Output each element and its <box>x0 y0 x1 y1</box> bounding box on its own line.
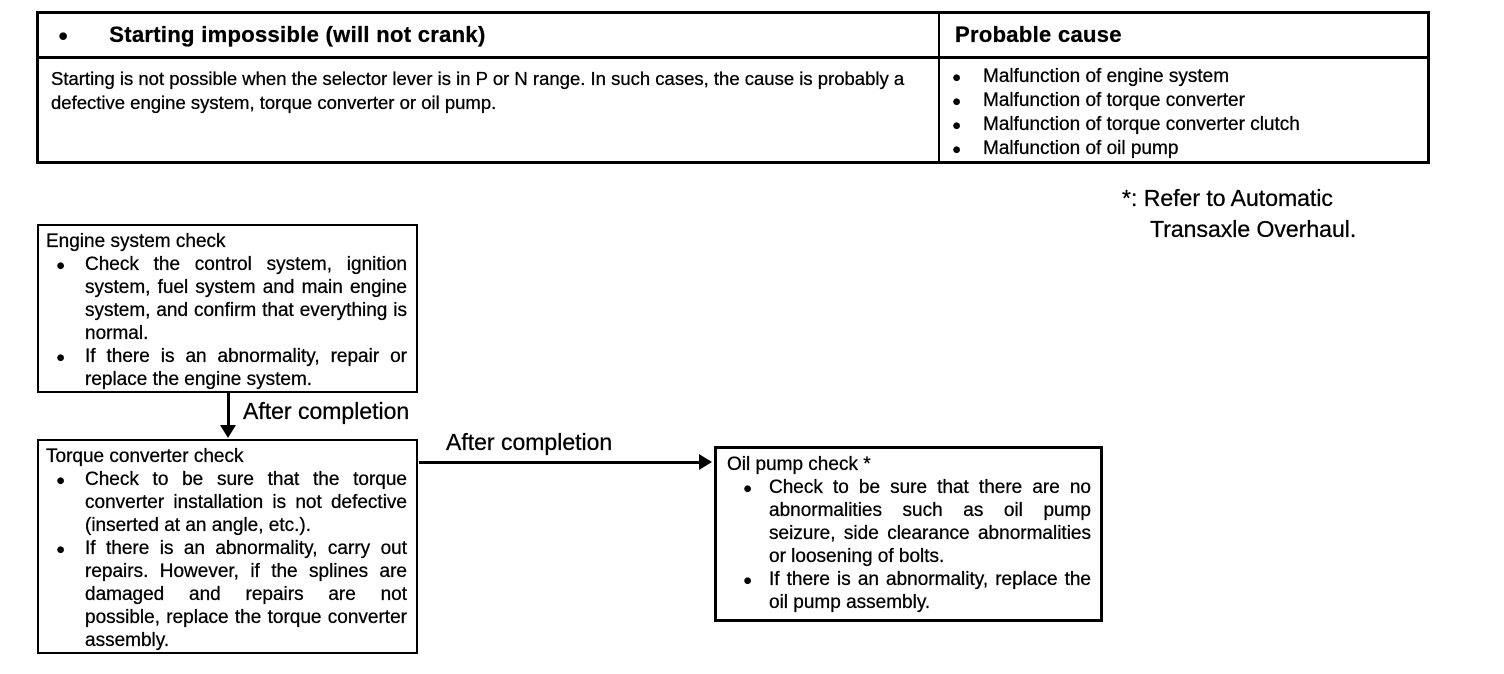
box-bullet-text: Check to be sure that the torque convert… <box>85 469 407 536</box>
after-completion-label: After completion <box>446 429 613 455</box>
after-completion-label: After completion <box>243 398 410 424</box>
symptom-title: Starting impossible (will not crank) <box>109 22 486 47</box>
footnote-line-2: Transaxle Overhaul. <box>1150 216 1357 242</box>
torque-converter-check-box: Torque converter check ● Check to be sur… <box>37 439 418 654</box>
down-arrowhead-icon <box>220 425 236 438</box>
right-arrow-line <box>419 461 701 464</box>
cause-item: ● Malfunction of oil pump <box>952 137 1423 161</box>
bullet-icon: ● <box>743 480 753 497</box>
symptom-header-cell: ● Starting impossible (will not crank) <box>39 14 940 59</box>
cause-item: ● Malfunction of torque converter <box>952 89 1423 113</box>
bullet-icon: ● <box>952 69 962 86</box>
bullet-icon: ● <box>56 541 66 558</box>
box-bullet-text: Check to be sure that there are no abnor… <box>769 477 1091 567</box>
symptom-table: ● Starting impossible (will not crank) P… <box>36 11 1430 164</box>
right-arrowhead-icon <box>699 454 712 470</box>
cause-text: Malfunction of oil pump <box>983 138 1179 159</box>
down-arrow-line <box>227 393 230 426</box>
box-bullet-text: If there is an abnormality, replace the … <box>769 569 1091 613</box>
box-title: Oil pump check * <box>727 454 871 475</box>
bullet-icon: ● <box>952 141 962 158</box>
cause-item: ● Malfunction of torque converter clutch <box>952 113 1423 137</box>
box-title: Engine system check <box>46 231 226 252</box>
probable-cause-cell: ● Malfunction of engine system ● Malfunc… <box>940 59 1427 161</box>
oil-pump-check-box: Oil pump check * ● Check to be sure that… <box>714 446 1103 622</box>
cause-item: ● Malfunction of engine system <box>952 65 1423 89</box>
box-bullet-item: ● If there is an abnormality, carry out … <box>39 537 416 652</box>
cause-text: Malfunction of torque converter clutch <box>983 114 1300 135</box>
box-title: Torque converter check <box>46 446 244 467</box>
bullet-icon: ● <box>952 117 962 134</box>
box-bullet-item: ● Check the control system, ignition sys… <box>39 253 416 345</box>
probable-cause-title: Probable cause <box>955 22 1122 47</box>
box-bullet-text: If there is an abnormality, repair or re… <box>85 346 407 390</box>
symptom-description-cell: Starting is not possible when the select… <box>39 59 940 161</box>
bullet-icon: ● <box>952 93 962 110</box>
cause-text: Malfunction of torque converter <box>983 90 1245 111</box>
footnote-line-1: *: Refer to Automatic <box>1122 185 1333 211</box>
bullet-icon: ● <box>56 349 66 366</box>
box-bullet-item: ● Check to be sure that the torque conve… <box>39 468 416 537</box>
box-bullet-item: ● Check to be sure that there are no abn… <box>717 476 1100 568</box>
box-bullet-text: Check the control system, ignition syste… <box>85 254 407 344</box>
probable-cause-header-cell: Probable cause <box>940 14 1427 59</box>
engine-system-check-box: Engine system check ● Check the control … <box>37 224 418 393</box>
bullet-icon: ● <box>56 257 66 274</box>
bullet-icon: ● <box>743 572 753 589</box>
bullet-icon: ● <box>58 25 69 45</box>
box-bullet-item: ● If there is an abnormality, repair or … <box>39 345 416 391</box>
symptom-description: Starting is not possible when the select… <box>51 68 905 113</box>
footnote: *: Refer to Automatic Transaxle Overhaul… <box>1122 183 1357 245</box>
cause-text: Malfunction of engine system <box>983 66 1230 87</box>
box-bullet-text: If there is an abnormality, carry out re… <box>85 538 407 651</box>
bullet-icon: ● <box>56 472 66 489</box>
box-bullet-item: ● If there is an abnormality, replace th… <box>717 568 1100 614</box>
